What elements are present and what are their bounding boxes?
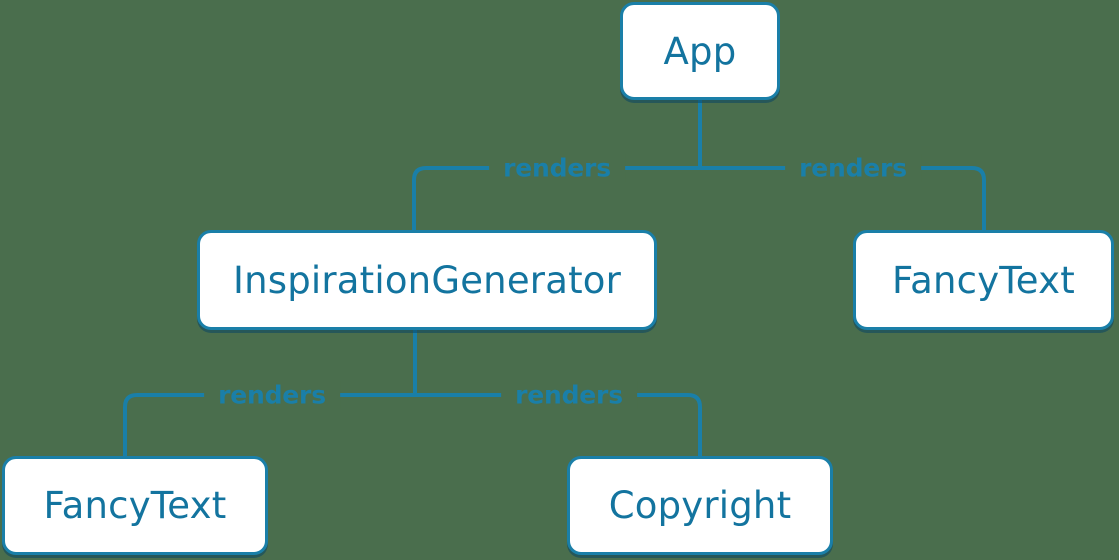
edge-label-inspiration-to-copyright: renders <box>501 380 637 410</box>
edge-label-app-to-fancytext-right: renders <box>785 153 921 183</box>
node-fancytext-right[interactable]: FancyText <box>853 230 1114 330</box>
node-fancytext-left-label: FancyText <box>43 484 227 527</box>
node-inspirationgenerator[interactable]: InspirationGenerator <box>197 230 657 330</box>
node-inspirationgenerator-label: InspirationGenerator <box>232 258 622 302</box>
edge-label-app-to-inspiration: renders <box>489 153 625 183</box>
edge-label-inspiration-to-fancytext-left: renders <box>204 380 340 410</box>
node-fancytext-left[interactable]: FancyText <box>2 456 268 555</box>
node-copyright[interactable]: Copyright <box>567 456 833 555</box>
node-copyright-label: Copyright <box>608 484 792 527</box>
node-fancytext-right-label: FancyText <box>892 258 1075 302</box>
node-app-label: App <box>663 29 737 73</box>
node-app[interactable]: App <box>620 2 780 100</box>
